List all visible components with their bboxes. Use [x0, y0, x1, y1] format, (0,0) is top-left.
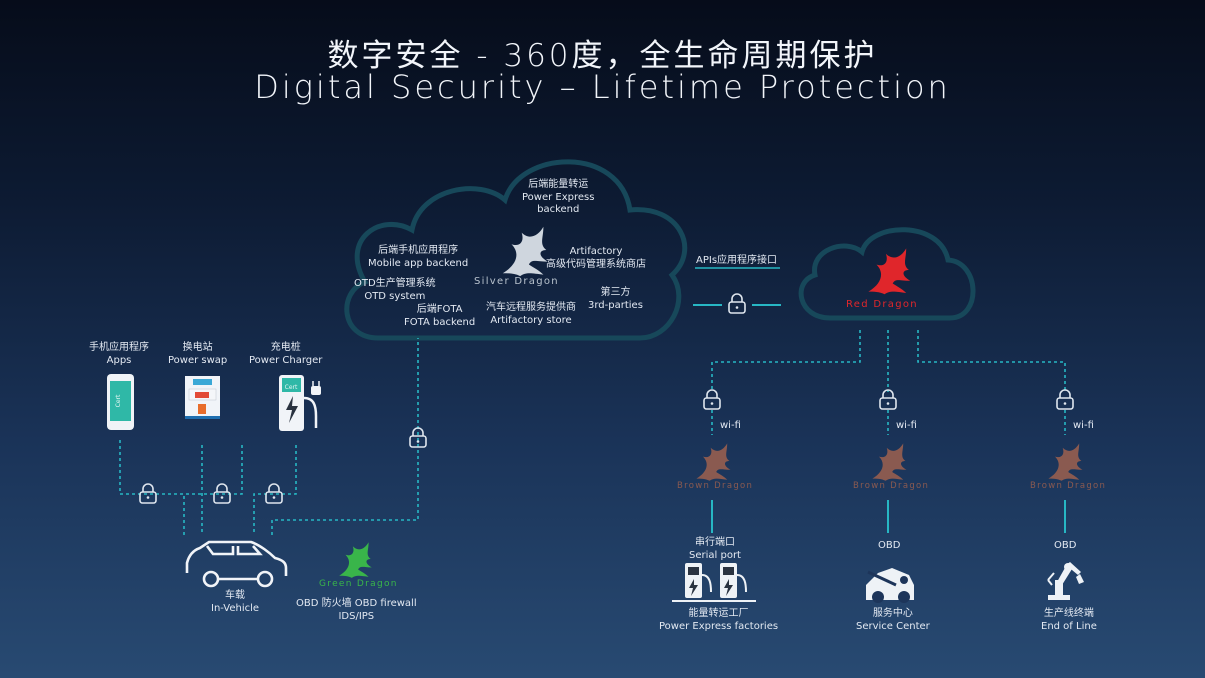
- wifi-label-2: wi-fi: [896, 420, 917, 431]
- brown-dragon-icon-2: [872, 443, 907, 481]
- apps-lock-icon: [139, 483, 157, 504]
- obd-label-eol: OBD: [1054, 540, 1077, 551]
- silver-dragon-icon: [502, 226, 548, 277]
- charger-icon: Cert: [279, 375, 321, 431]
- api-label: APIs应用程序接口: [696, 255, 778, 266]
- car-icon: [185, 540, 288, 588]
- charger-cert-text: Cert: [285, 384, 298, 391]
- eol-lock-icon: [1056, 389, 1074, 410]
- robot-arm-icon: [1047, 562, 1084, 600]
- wifi-label-3: wi-fi: [1073, 420, 1094, 431]
- green-dragon-label: Green Dragon: [319, 579, 398, 589]
- silver-cloud-outline: [344, 159, 688, 341]
- service-center-icon: [866, 568, 914, 603]
- title-english: Digital Security – Lifetime Protection: [254, 68, 951, 106]
- charger-lock-icon: [265, 483, 283, 504]
- wifi-label-1: wi-fi: [720, 420, 741, 431]
- brown-dragon-icon-1: [696, 443, 731, 481]
- silver-dragon-label: Silver Dragon: [474, 276, 559, 287]
- brown-dragon-label-1: Brown Dragon: [677, 481, 754, 491]
- service-lock-icon: [879, 389, 897, 410]
- brown-dragon-label-2: Brown Dragon: [853, 481, 930, 491]
- red-dragon-icon: [868, 248, 911, 295]
- power-swap-icon: [185, 376, 220, 419]
- factory-charger-icon: [672, 563, 756, 602]
- title-chinese: 数字安全 - 360度，全生命周期保护: [327, 38, 878, 74]
- api-lock-icon: [728, 293, 746, 314]
- green-dragon-icon: [339, 542, 372, 578]
- factory-lock-icon: [703, 389, 721, 410]
- red-dragon-label: Red Dragon: [846, 299, 918, 310]
- brown-dragon-label-3: Brown Dragon: [1030, 481, 1107, 491]
- brown-dragon-icon-3: [1048, 443, 1083, 481]
- red-cloud-outline: [798, 227, 976, 321]
- phone-icon: Cert: [107, 374, 134, 430]
- obd-label-service: OBD: [878, 540, 901, 551]
- phone-cert-text: Cert: [115, 394, 122, 407]
